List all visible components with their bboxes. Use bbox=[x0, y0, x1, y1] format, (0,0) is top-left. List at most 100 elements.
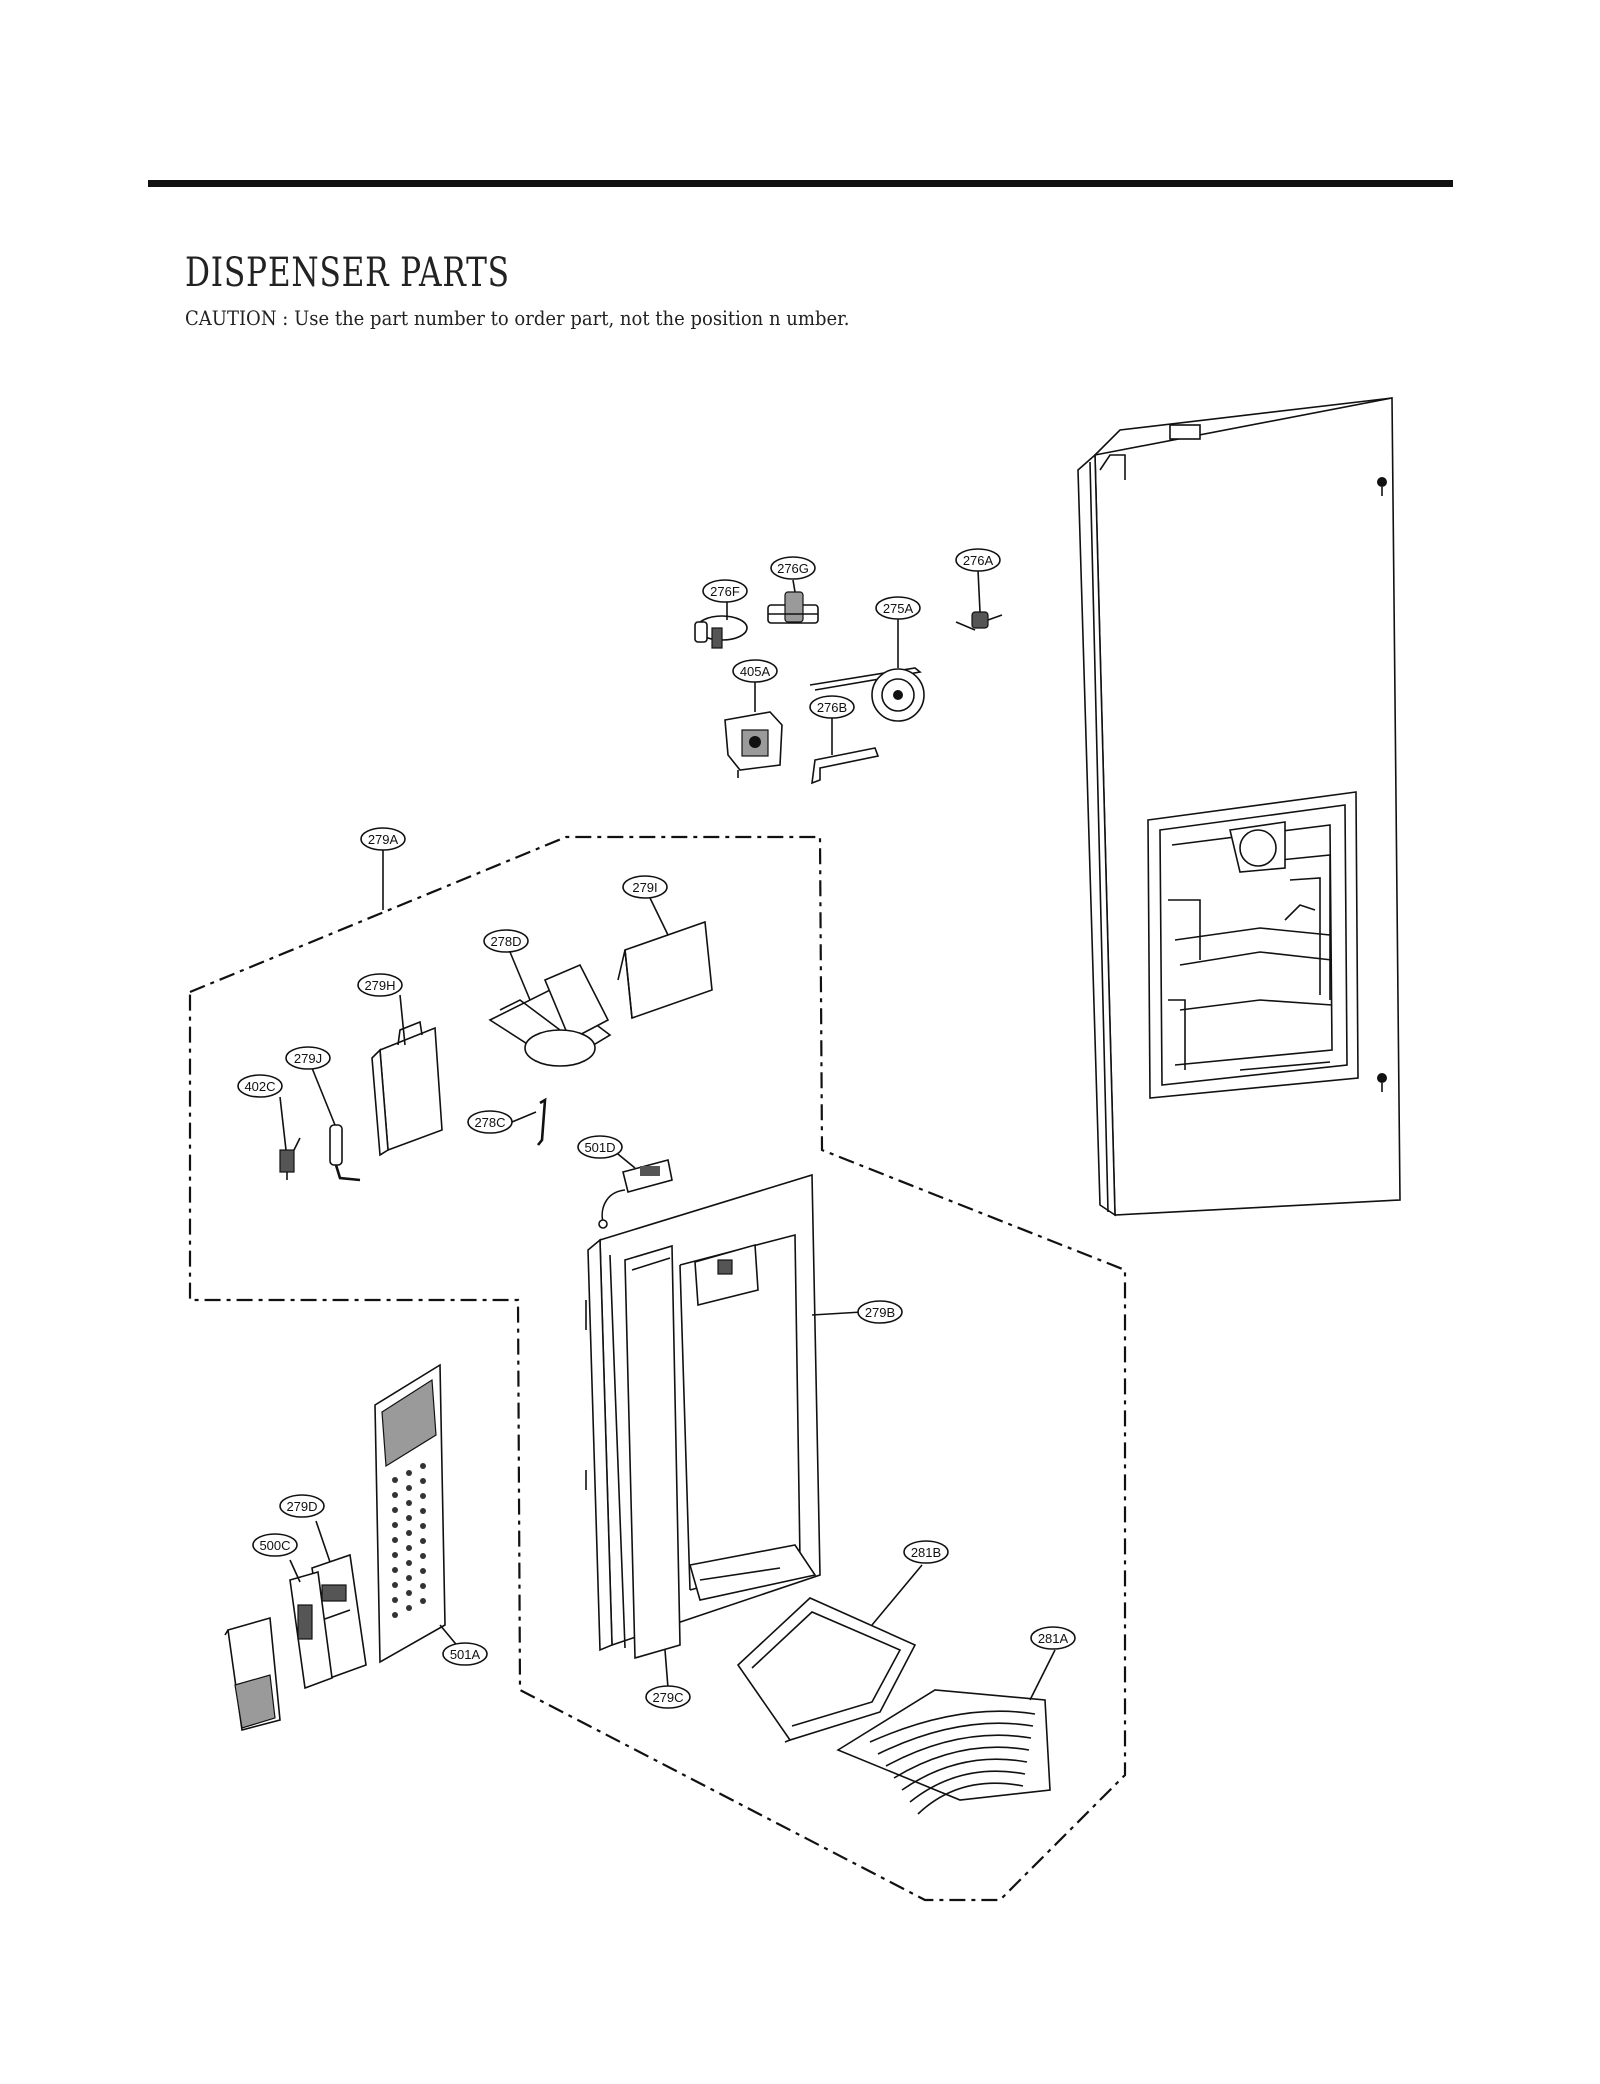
grille-slot bbox=[901, 1758, 1028, 1791]
door-panel bbox=[1077, 397, 1401, 1217]
part-402C-switch bbox=[279, 1137, 301, 1180]
panel-dot bbox=[406, 1560, 412, 1566]
panel-dot bbox=[420, 1508, 426, 1514]
callout-276F: 276F bbox=[702, 579, 748, 603]
group-279A-outline bbox=[188, 835, 1127, 1902]
svg-text:501D: 501D bbox=[584, 1140, 615, 1155]
grille-slot bbox=[917, 1782, 1024, 1815]
callout-279H: 279H bbox=[357, 973, 403, 997]
part-501A-control-panel bbox=[374, 1363, 446, 1664]
svg-text:279I: 279I bbox=[632, 880, 657, 895]
panel-dot bbox=[392, 1477, 398, 1483]
grille-slot bbox=[893, 1746, 1030, 1779]
callout-276G: 276G bbox=[770, 556, 816, 580]
panel-dot bbox=[420, 1478, 426, 1484]
panel-dot bbox=[420, 1523, 426, 1529]
panel-dot bbox=[392, 1522, 398, 1528]
panel-dot bbox=[406, 1575, 412, 1581]
callout-279I: 279I bbox=[622, 875, 668, 899]
part-279H-cover bbox=[371, 1020, 443, 1157]
panel-dot bbox=[406, 1515, 412, 1521]
svg-text:402C: 402C bbox=[244, 1079, 275, 1094]
svg-text:281A: 281A bbox=[1038, 1631, 1069, 1646]
callout-278C: 278C bbox=[467, 1110, 513, 1134]
part-279J-lever bbox=[329, 1124, 361, 1182]
callout-281A: 281A bbox=[1030, 1626, 1076, 1650]
svg-text:279A: 279A bbox=[368, 832, 399, 847]
grille-slot bbox=[885, 1734, 1032, 1767]
callout-279D: 279D bbox=[279, 1494, 325, 1518]
part-501D-pcb bbox=[598, 1159, 673, 1229]
panel-dot bbox=[406, 1530, 412, 1536]
callout-279J: 279J bbox=[285, 1046, 331, 1070]
callout-276A: 276A bbox=[955, 548, 1001, 572]
grille-slot bbox=[877, 1722, 1034, 1755]
panel-dot bbox=[392, 1567, 398, 1573]
callout-501D: 501D bbox=[577, 1135, 623, 1159]
panel-dot bbox=[420, 1553, 426, 1559]
panel-dot bbox=[392, 1492, 398, 1498]
panel-dot bbox=[406, 1590, 412, 1596]
grille-slot bbox=[909, 1770, 1026, 1803]
callout-405A: 405A bbox=[732, 659, 778, 683]
header-rule bbox=[148, 180, 1453, 187]
svg-text:276F: 276F bbox=[710, 584, 740, 599]
callout-278D: 278D bbox=[483, 929, 529, 953]
panel-dot bbox=[392, 1597, 398, 1603]
grille-slot bbox=[869, 1710, 1036, 1743]
part-281A-grille bbox=[836, 1689, 1051, 1815]
panel-dot bbox=[420, 1463, 426, 1469]
part-279C-panel bbox=[624, 1244, 681, 1660]
part-276B-bracket bbox=[811, 747, 880, 785]
svg-text:279H: 279H bbox=[364, 978, 395, 993]
panel-dot bbox=[406, 1605, 412, 1611]
svg-text:281B: 281B bbox=[911, 1545, 941, 1560]
svg-text:501A: 501A bbox=[450, 1647, 481, 1662]
svg-text:405A: 405A bbox=[740, 664, 771, 679]
part-281B-tray bbox=[736, 1597, 917, 1743]
part-278D-duct bbox=[488, 963, 612, 1067]
panel-dot bbox=[406, 1470, 412, 1476]
panel-dot bbox=[392, 1507, 398, 1513]
button-dot-grid bbox=[392, 1463, 426, 1618]
part-275A-motor bbox=[809, 667, 925, 722]
svg-text:276A: 276A bbox=[963, 553, 994, 568]
callout-281B: 281B bbox=[903, 1540, 949, 1564]
part-279I-cover bbox=[617, 920, 713, 1020]
panel-dot bbox=[392, 1537, 398, 1543]
panel-dot bbox=[420, 1598, 426, 1604]
callout-500C: 500C bbox=[252, 1533, 298, 1557]
grille-slots bbox=[869, 1710, 1036, 1815]
panel-dot bbox=[392, 1612, 398, 1618]
page-title: DISPENSER PARTS bbox=[185, 250, 510, 296]
svg-text:276G: 276G bbox=[777, 561, 809, 576]
callout-501A: 501A bbox=[442, 1642, 488, 1666]
panel-dot bbox=[392, 1582, 398, 1588]
panel-dot bbox=[420, 1583, 426, 1589]
svg-text:279J: 279J bbox=[294, 1051, 322, 1066]
part-276F-cam bbox=[694, 615, 748, 649]
callout-402C: 402C bbox=[237, 1074, 283, 1098]
part-276G-holder bbox=[767, 591, 819, 624]
svg-text:275A: 275A bbox=[883, 601, 914, 616]
callout-labels: 276A 276G 276F 275A 405A 276B 279A 279I … bbox=[237, 548, 1076, 1709]
part-500C-board bbox=[289, 1570, 333, 1690]
callout-276B: 276B bbox=[809, 695, 855, 719]
panel-dot bbox=[406, 1500, 412, 1506]
panel-dot bbox=[420, 1493, 426, 1499]
panel-dot bbox=[420, 1568, 426, 1574]
part-405A-solenoid bbox=[724, 711, 783, 778]
part-279B-housing bbox=[585, 1173, 821, 1652]
panel-dot bbox=[406, 1545, 412, 1551]
svg-text:278C: 278C bbox=[474, 1115, 505, 1130]
callout-275A: 275A bbox=[875, 596, 921, 620]
panel-dot bbox=[420, 1538, 426, 1544]
part-module-housing bbox=[224, 1616, 281, 1732]
caution-note: CAUTION : Use the part number to order p… bbox=[185, 306, 850, 330]
svg-text:278D: 278D bbox=[490, 934, 521, 949]
callout-279C: 279C bbox=[645, 1685, 691, 1709]
svg-text:500C: 500C bbox=[259, 1538, 290, 1553]
callout-279B: 279B bbox=[857, 1300, 903, 1324]
